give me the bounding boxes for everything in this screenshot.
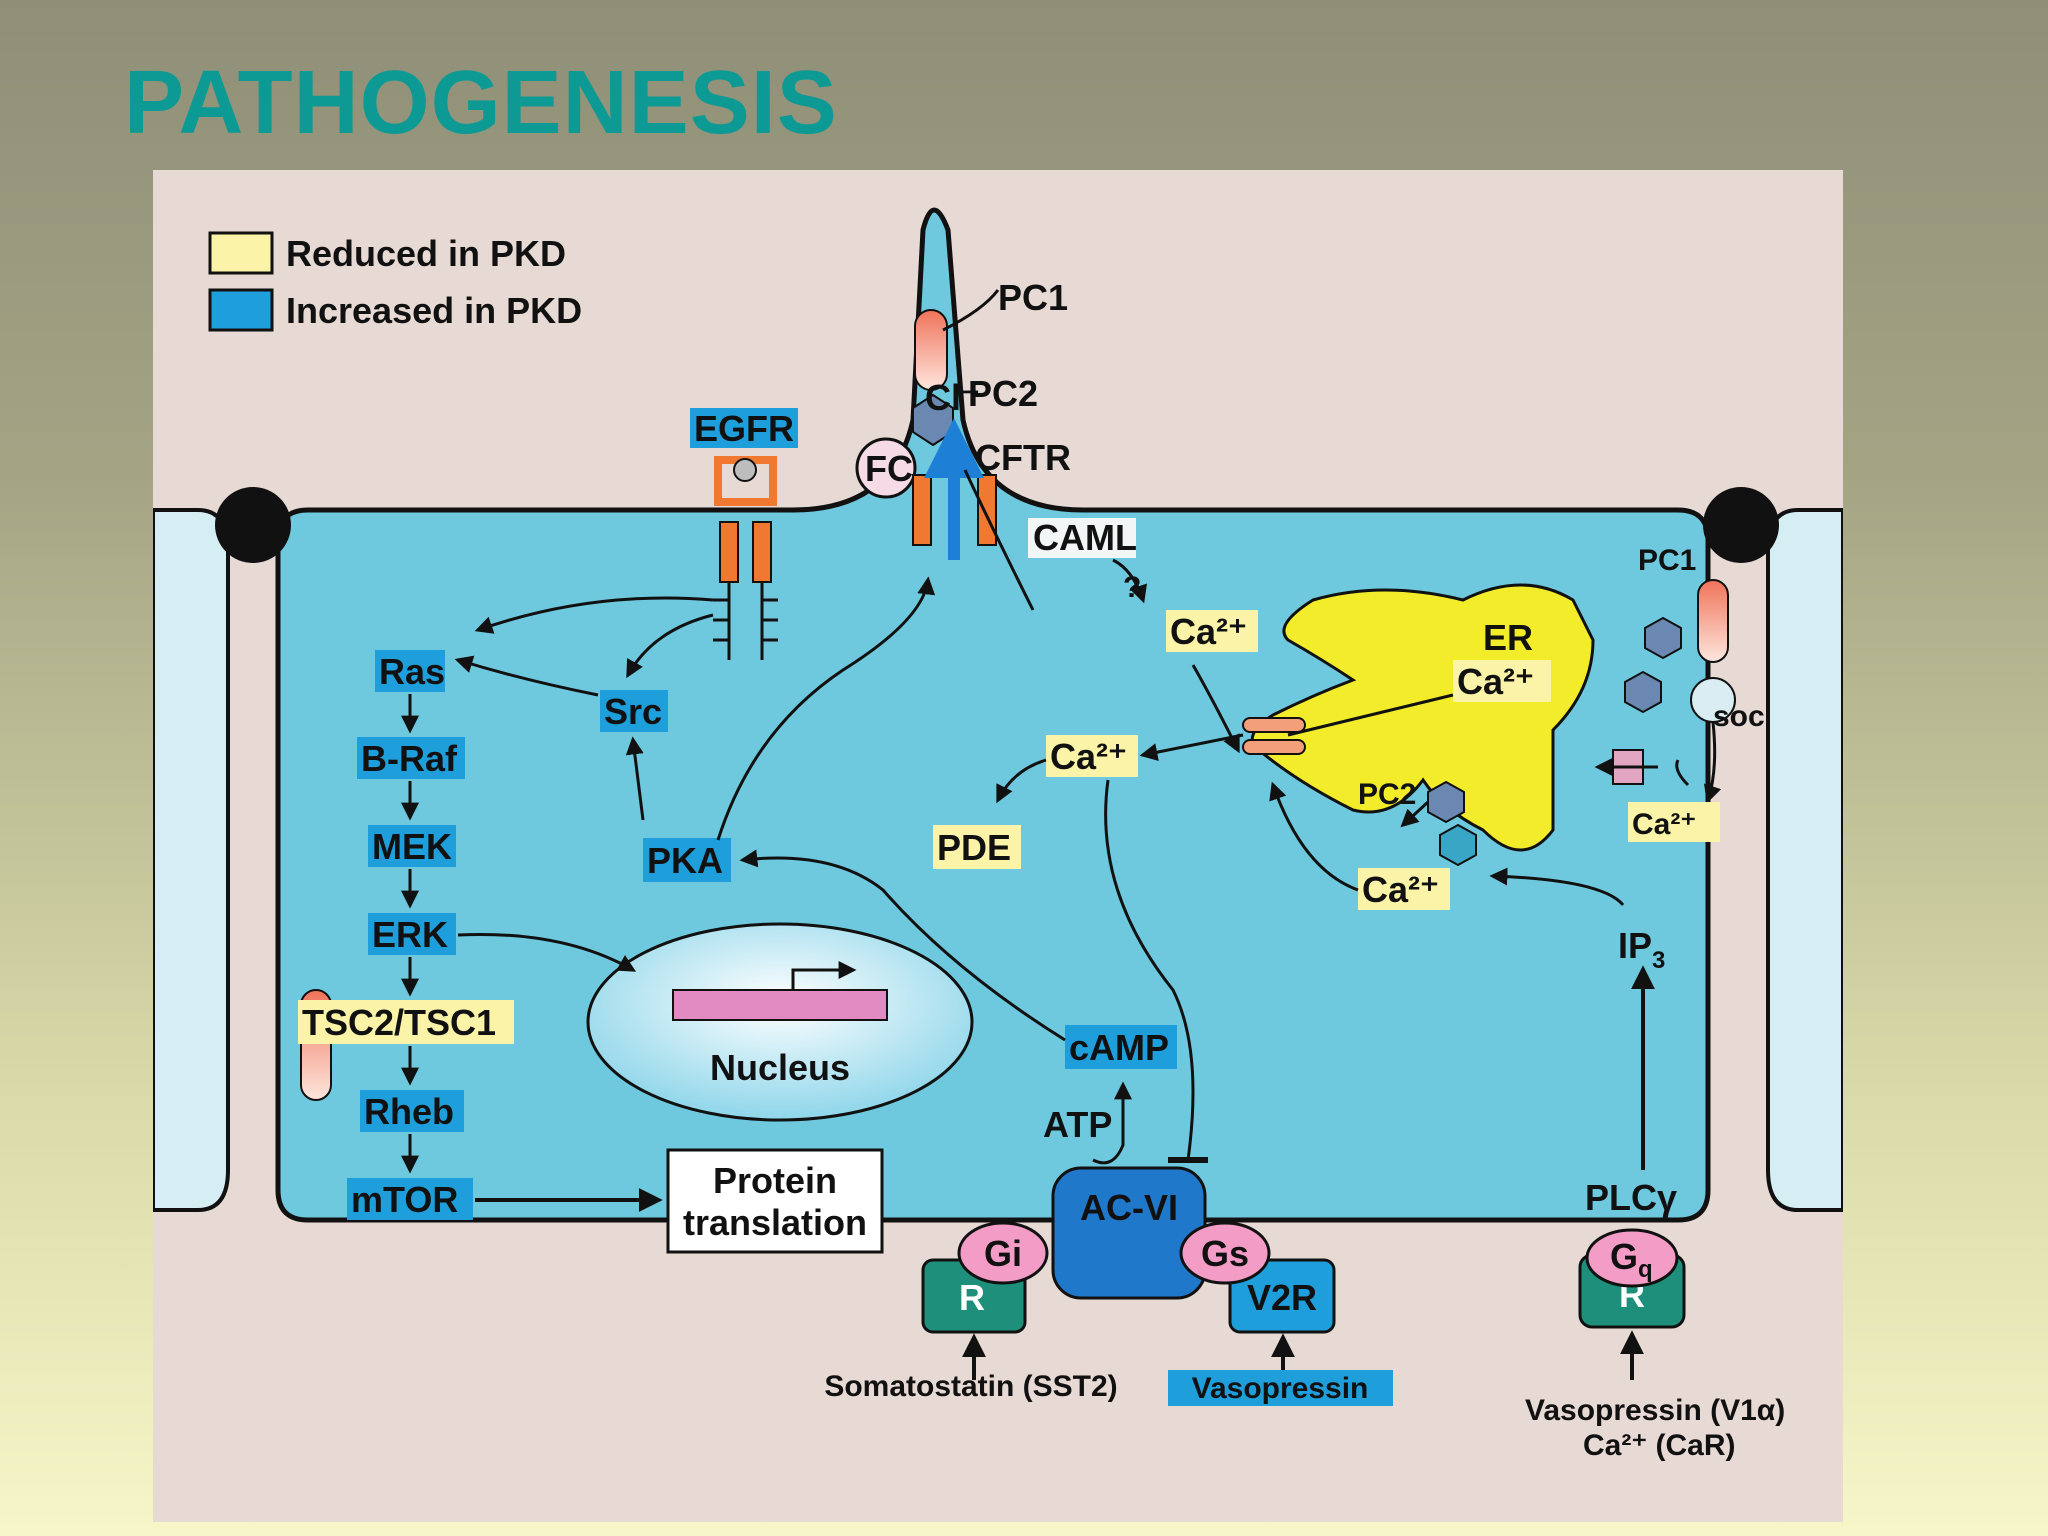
tsc-box xyxy=(298,1000,514,1044)
tight-junction-right xyxy=(1703,487,1779,563)
ca-cilium-box xyxy=(1166,610,1258,652)
tight-junction-left xyxy=(215,487,291,563)
cl-label: Cl⁻ xyxy=(925,377,980,418)
atp-label: ATP xyxy=(1043,1104,1112,1145)
erk-label: ERK xyxy=(372,914,448,955)
gs-protein xyxy=(1179,1221,1271,1285)
car-label: Ca²⁺ (CaR) xyxy=(1583,1429,1736,1462)
mtor-box xyxy=(347,1178,473,1220)
transcription-arrow xyxy=(791,961,857,990)
braf-box xyxy=(357,737,465,779)
pka-label: PKA xyxy=(647,840,723,881)
ca-soc-label: Ca²⁺ xyxy=(1632,808,1696,841)
protein-line1: Protein xyxy=(713,1160,837,1201)
cftr-right xyxy=(977,474,997,546)
pc1-cilium xyxy=(914,309,948,391)
ca-er-release-box xyxy=(1358,868,1450,910)
soc-label: soc xyxy=(1713,700,1765,733)
protein-translation-box xyxy=(666,1148,884,1254)
legend-reduced-swatch xyxy=(208,231,274,275)
pc2-er-middle xyxy=(1624,670,1662,714)
pathway-figure: Reduced in PKD Increased in PKD PC1 PC2 … xyxy=(151,170,1845,1522)
ras-label: Ras xyxy=(379,651,445,692)
ip3r-channel-top xyxy=(1242,717,1306,733)
ip3r-er-bottom xyxy=(1439,823,1477,867)
cftr-left xyxy=(912,474,932,546)
v2r-receptor xyxy=(1228,1258,1336,1334)
caml-label: CAML xyxy=(1033,517,1137,558)
gq-protein xyxy=(1585,1228,1679,1288)
right-neighbor-cell xyxy=(1766,508,1845,1212)
pathway-diagram: Reduced in PKD Increased in PKD PC1 PC2 … xyxy=(151,207,1845,1462)
vasopressin-box xyxy=(1168,1370,1393,1406)
gs-label: Gs xyxy=(1201,1233,1249,1274)
legend-increased-swatch xyxy=(208,288,274,332)
egfr-box xyxy=(690,408,798,448)
pc2-er-top xyxy=(1644,616,1682,660)
ca-cytosol-box xyxy=(1046,735,1138,777)
acvi-label: AC-VI xyxy=(1080,1187,1178,1228)
rheb-label: Rheb xyxy=(364,1091,454,1132)
ca-soc-box xyxy=(1628,802,1720,842)
pde-label: PDE xyxy=(937,827,1011,868)
pde-box xyxy=(933,825,1021,869)
ras-box xyxy=(375,650,445,692)
fibrocystin xyxy=(855,437,917,499)
protein-line2: translation xyxy=(683,1202,867,1243)
plc-label: PLCγ xyxy=(1585,1177,1677,1218)
egfr-tm-left xyxy=(719,521,739,583)
egfr-tm-right xyxy=(752,521,772,583)
pc2-er-label: PC2 xyxy=(1358,778,1416,811)
pc1-cilium-label: PC1 xyxy=(998,277,1068,318)
vasopressin-v1a-label: Vasopressin (V1α) xyxy=(1525,1394,1785,1427)
left-neighbor-cell xyxy=(151,508,230,1212)
rheb-box xyxy=(360,1090,464,1132)
er-label: ER xyxy=(1483,617,1533,658)
mtor-label: mTOR xyxy=(351,1179,458,1220)
mek-box xyxy=(368,825,456,867)
legend-reduced-label: Reduced in PKD xyxy=(286,233,566,274)
src-box xyxy=(600,690,668,732)
pka-box xyxy=(643,838,731,882)
vasopressin-label: Vasopressin xyxy=(1192,1372,1369,1405)
braf-label: B-Raf xyxy=(361,738,458,779)
gi-label: Gi xyxy=(984,1233,1022,1274)
gq-label: Gq xyxy=(1610,1236,1653,1283)
endoplasmic-reticulum xyxy=(1250,583,1595,852)
sst2-receptor-label: R xyxy=(959,1277,985,1318)
src-label: Src xyxy=(604,691,662,732)
v2r-label: V2R xyxy=(1247,1277,1317,1318)
gi-protein xyxy=(957,1221,1049,1285)
camp-box xyxy=(1065,1025,1177,1069)
pc2-er-bottom xyxy=(1427,780,1465,824)
slide-title: PATHOGENESIS xyxy=(124,53,838,153)
ip3r-channel-bottom xyxy=(1242,739,1306,755)
ca-cytosol-label: Ca²⁺ xyxy=(1050,736,1127,777)
nucleus xyxy=(586,922,974,1122)
gene-bar xyxy=(672,989,888,1021)
mek-label: MEK xyxy=(372,826,452,867)
ca-er-release-label: Ca²⁺ xyxy=(1362,869,1439,910)
ca-cilium-label: Ca²⁺ xyxy=(1170,611,1247,652)
nucleus-label: Nucleus xyxy=(710,1047,850,1088)
ip3-label: IP3 xyxy=(1618,925,1665,974)
egfr-label: EGFR xyxy=(694,408,794,449)
fc-label: FC xyxy=(865,448,913,489)
cftr-label: CFTR xyxy=(975,437,1071,478)
pc2-cilium-label: PC2 xyxy=(968,373,1038,414)
tsc-label: TSC2/TSC1 xyxy=(302,1002,496,1043)
pc1-basolateral xyxy=(1697,579,1729,663)
ca-er-label: Ca²⁺ xyxy=(1457,661,1534,702)
pc1-er-label: PC1 xyxy=(1638,544,1696,577)
ca-er-box xyxy=(1453,660,1551,702)
erk-box xyxy=(368,913,456,955)
egfr-kinase-tail xyxy=(713,582,778,660)
legend-increased-label: Increased in PKD xyxy=(286,290,582,331)
somatostatin-label: Somatostatin (SST2) xyxy=(824,1370,1117,1403)
camp-label: cAMP xyxy=(1069,1027,1169,1068)
